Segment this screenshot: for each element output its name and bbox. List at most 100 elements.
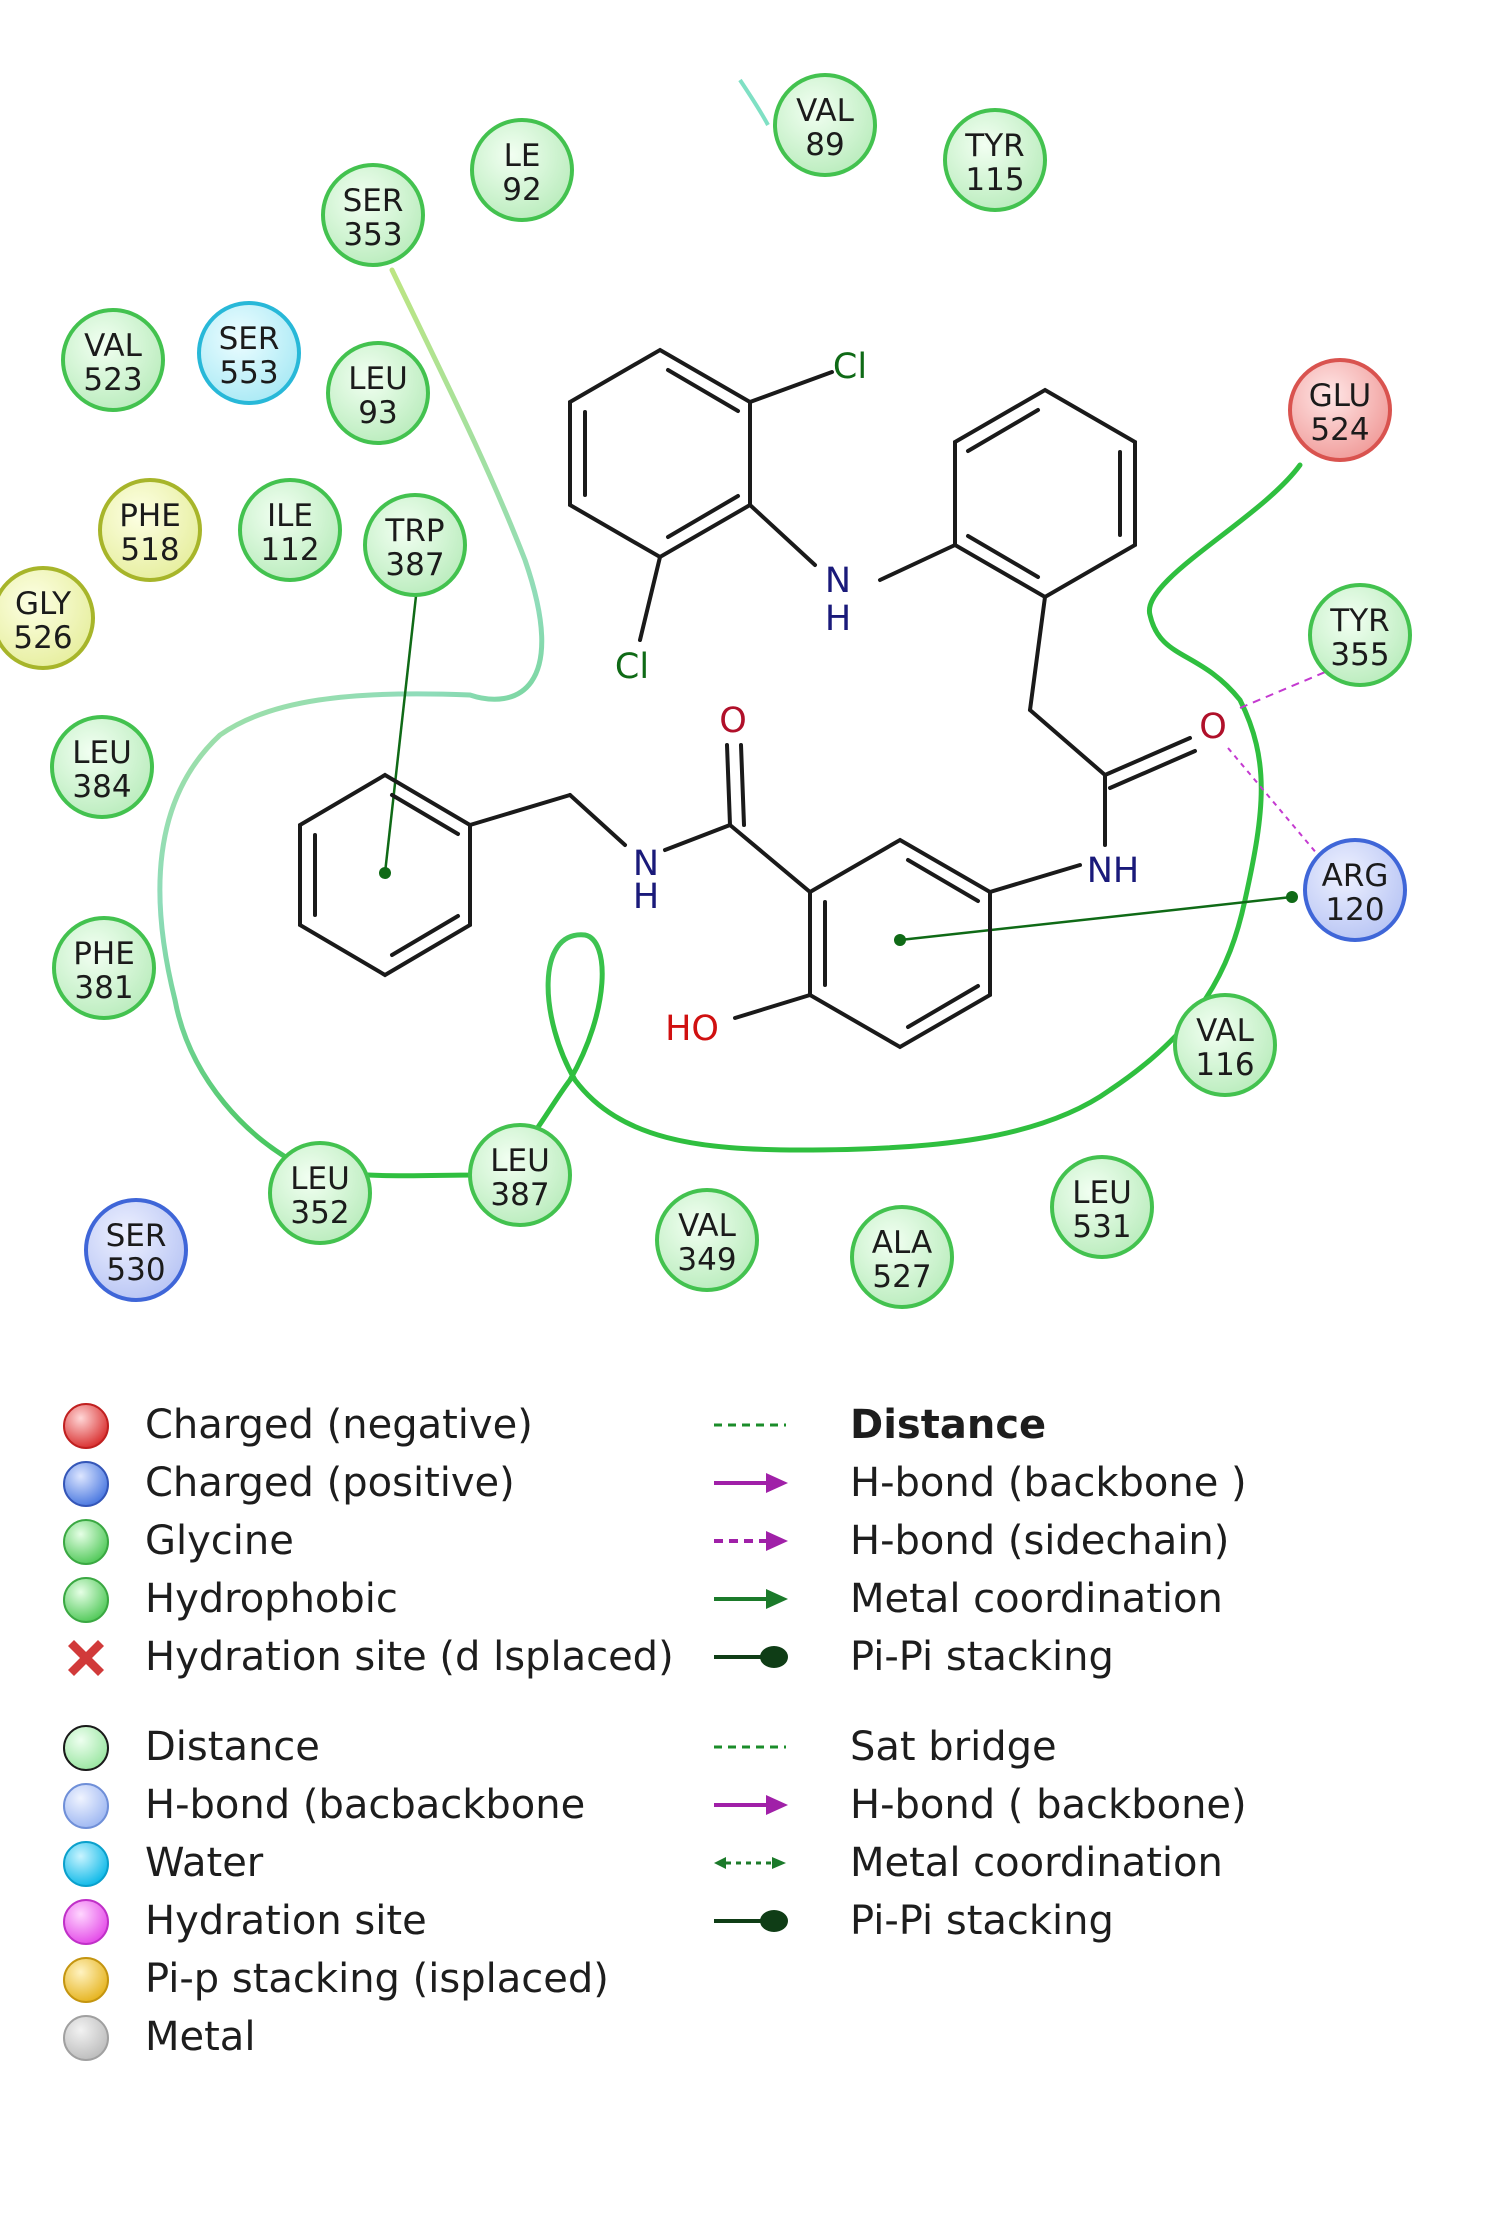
ligand-structure <box>298 347 1197 1050</box>
pi-stacking-line-trp387 <box>383 595 418 874</box>
legend-label: Distance <box>145 1724 320 1770</box>
residue-name: PHE <box>119 498 181 534</box>
residue-number: 387 <box>490 1177 549 1213</box>
legend-label: Pi-p stacking (isplaced) <box>145 1956 609 2002</box>
residue-circle <box>1303 838 1407 942</box>
residue-name: TYR <box>1329 603 1389 639</box>
residue-name: GLY <box>15 586 71 622</box>
legend-label: Glycine <box>145 1518 294 1564</box>
red-x-icon <box>60 1632 112 1688</box>
residue-circle <box>773 73 877 177</box>
residue-number: 352 <box>290 1195 349 1231</box>
legend-label: Pi-Pi stacking <box>850 1898 1114 1944</box>
yellow-sphere-icon <box>60 1954 112 2010</box>
residue-number: 89 <box>805 127 844 163</box>
legend-label: Water <box>145 1840 264 1886</box>
cyan-sphere-icon <box>60 1838 112 1894</box>
magenta-dashed-arrow-icon <box>710 1516 790 1570</box>
residue-name: VAL <box>1196 1013 1254 1049</box>
residue-number: 120 <box>1325 892 1384 928</box>
residue-name: TRP <box>384 513 444 549</box>
residue-number: 353 <box>343 217 402 253</box>
residue-circle <box>238 478 342 582</box>
residue-number: 384 <box>72 769 131 805</box>
residue-name: SER <box>106 1218 167 1254</box>
residue-name: LEU <box>490 1143 550 1179</box>
ligand-atoms: Cl Cl N H O NH O N H HO <box>615 347 1227 1049</box>
residue-name: SER <box>343 183 404 219</box>
residue-circle <box>850 1205 954 1309</box>
residue-number: 93 <box>358 395 397 431</box>
residue-circle <box>468 1123 572 1227</box>
legend-label: Sat bridge <box>850 1724 1057 1770</box>
hbond-arg120 <box>1227 747 1319 856</box>
legend-label: H-bond (backbone ) <box>850 1460 1247 1506</box>
atom-n-benzyl: N <box>633 844 659 884</box>
residue-name: VAL <box>678 1208 736 1244</box>
residue-name: ILE <box>267 498 313 534</box>
gray-sphere-icon <box>60 2012 112 2068</box>
residue-name: GLU <box>1309 378 1371 414</box>
residue-circle <box>0 566 95 670</box>
legend-label: Hydration site (d lsplaced) <box>145 1634 674 1680</box>
residue-number: 349 <box>677 1242 736 1278</box>
interaction-lines <box>379 595 1331 946</box>
green-pi-icon <box>710 1632 790 1686</box>
green-arrow-icon <box>710 1574 790 1628</box>
residue-circle <box>50 715 154 819</box>
green-pi-icon <box>710 1896 790 1950</box>
legend-label: Hydrophobic <box>145 1576 398 1622</box>
legend-label: Metal <box>145 2014 256 2060</box>
residue-circle <box>321 163 425 267</box>
residue-circle <box>943 108 1047 212</box>
atom-oh: HO <box>665 1009 719 1049</box>
atom-nh-amide: NH <box>1087 851 1140 891</box>
residue-number: 524 <box>1310 412 1369 448</box>
magenta-arrow-icon <box>710 1458 790 1512</box>
legend-label: H-bond ( backbone) <box>850 1782 1247 1828</box>
green-sphere-icon <box>60 1516 112 1572</box>
residue-name: LE <box>504 138 541 174</box>
light-blue-sphere-icon <box>60 1780 112 1836</box>
residue-number: 518 <box>120 532 179 568</box>
residue-number: 381 <box>74 970 133 1006</box>
residue-number: 116 <box>1195 1047 1254 1083</box>
pocket-outline <box>157 78 1303 1179</box>
residue-circle <box>1288 358 1392 462</box>
residue-name: VAL <box>84 328 142 364</box>
residue-number: 92 <box>502 172 541 208</box>
residue-circle <box>197 301 301 405</box>
residue-number: 526 <box>13 620 72 656</box>
red-sphere-icon <box>60 1400 112 1456</box>
residue-circle <box>470 118 574 222</box>
residue-number: 531 <box>1072 1209 1131 1245</box>
pi-stacking-centroid-arg120 <box>1286 891 1298 903</box>
pi-stacking-centroid-trp387 <box>379 867 391 879</box>
legend-label: H-bond (sidechain) <box>850 1518 1230 1564</box>
legend-label: Charged (positive) <box>145 1460 515 1506</box>
residue-circle <box>98 478 202 582</box>
residue-name: LEU <box>290 1161 350 1197</box>
green-sphere-icon <box>60 1574 112 1630</box>
legend: Charged (negative)Charged (positive)Glyc… <box>0 1400 1493 2100</box>
atom-cl-left: Cl <box>615 647 649 687</box>
residue-name: VAL <box>796 93 854 129</box>
residue-number: 553 <box>219 355 278 391</box>
legend-label: Pi-Pi stacking <box>850 1634 1114 1680</box>
dashed-green-icon <box>710 1722 790 1776</box>
